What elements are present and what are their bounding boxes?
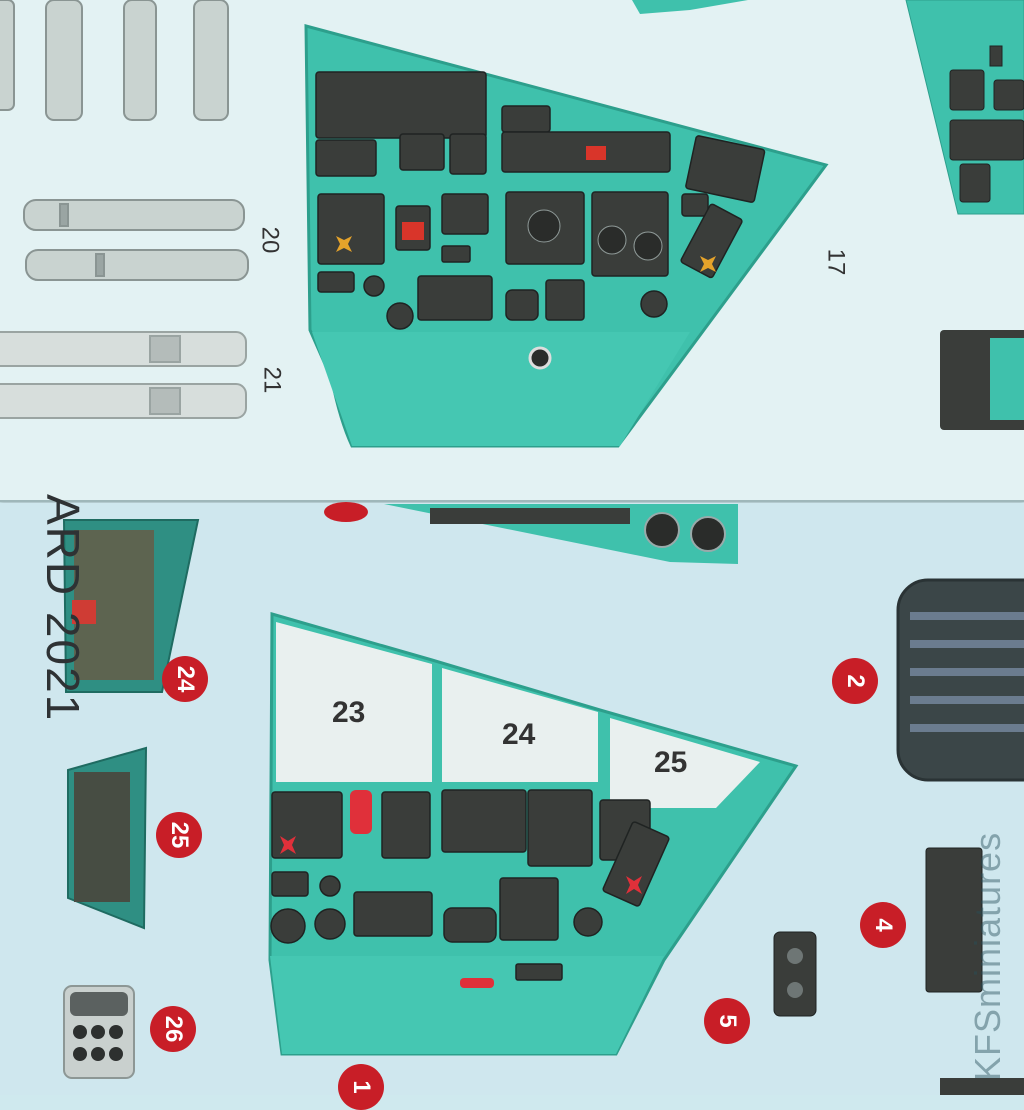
badge-5: 5 bbox=[704, 998, 750, 1044]
yellow-star-2 bbox=[700, 256, 716, 272]
vertical-straps bbox=[0, 0, 229, 121]
white-field-label-24: 24 bbox=[502, 718, 536, 751]
panel-fragment-right-instruments bbox=[949, 45, 1024, 203]
badge-4: 4 bbox=[860, 902, 906, 948]
red-lever bbox=[460, 978, 494, 988]
panel-5 bbox=[773, 931, 817, 1017]
badge-24: 24 bbox=[162, 656, 208, 702]
panel-fragment-top bbox=[632, 0, 748, 14]
red-star-2 bbox=[626, 876, 642, 894]
straps-21 bbox=[0, 331, 247, 419]
watermark-text: KFSminiatures bbox=[967, 831, 1008, 1081]
white-field-label-23: 23 bbox=[332, 696, 366, 729]
label-21: 21 bbox=[258, 366, 286, 394]
label-20: 20 bbox=[256, 226, 284, 254]
white-field-24 bbox=[442, 668, 598, 782]
lower-panel-instruments bbox=[270, 789, 670, 981]
sheet-side-text: ARD 2021 bbox=[37, 494, 89, 723]
cushion-stripes bbox=[910, 612, 1024, 732]
straps-20 bbox=[23, 199, 249, 281]
white-field-25 bbox=[610, 718, 760, 808]
panel-17-lower bbox=[312, 332, 690, 446]
yellow-star-1 bbox=[336, 236, 352, 252]
red-star-1 bbox=[280, 836, 296, 854]
label-17: 17 bbox=[822, 248, 850, 276]
panel-17-details bbox=[402, 146, 663, 370]
red-handle bbox=[350, 790, 372, 834]
white-field-label-25: 25 bbox=[654, 746, 688, 779]
badge-2: 2 bbox=[832, 658, 878, 704]
white-field-23 bbox=[276, 622, 432, 782]
badge-25: 25 bbox=[156, 812, 202, 858]
badge-26: 26 bbox=[150, 1006, 196, 1052]
badge-1: 1 bbox=[338, 1064, 384, 1110]
panel-17-instruments bbox=[315, 71, 766, 330]
panel-4 bbox=[925, 847, 983, 993]
